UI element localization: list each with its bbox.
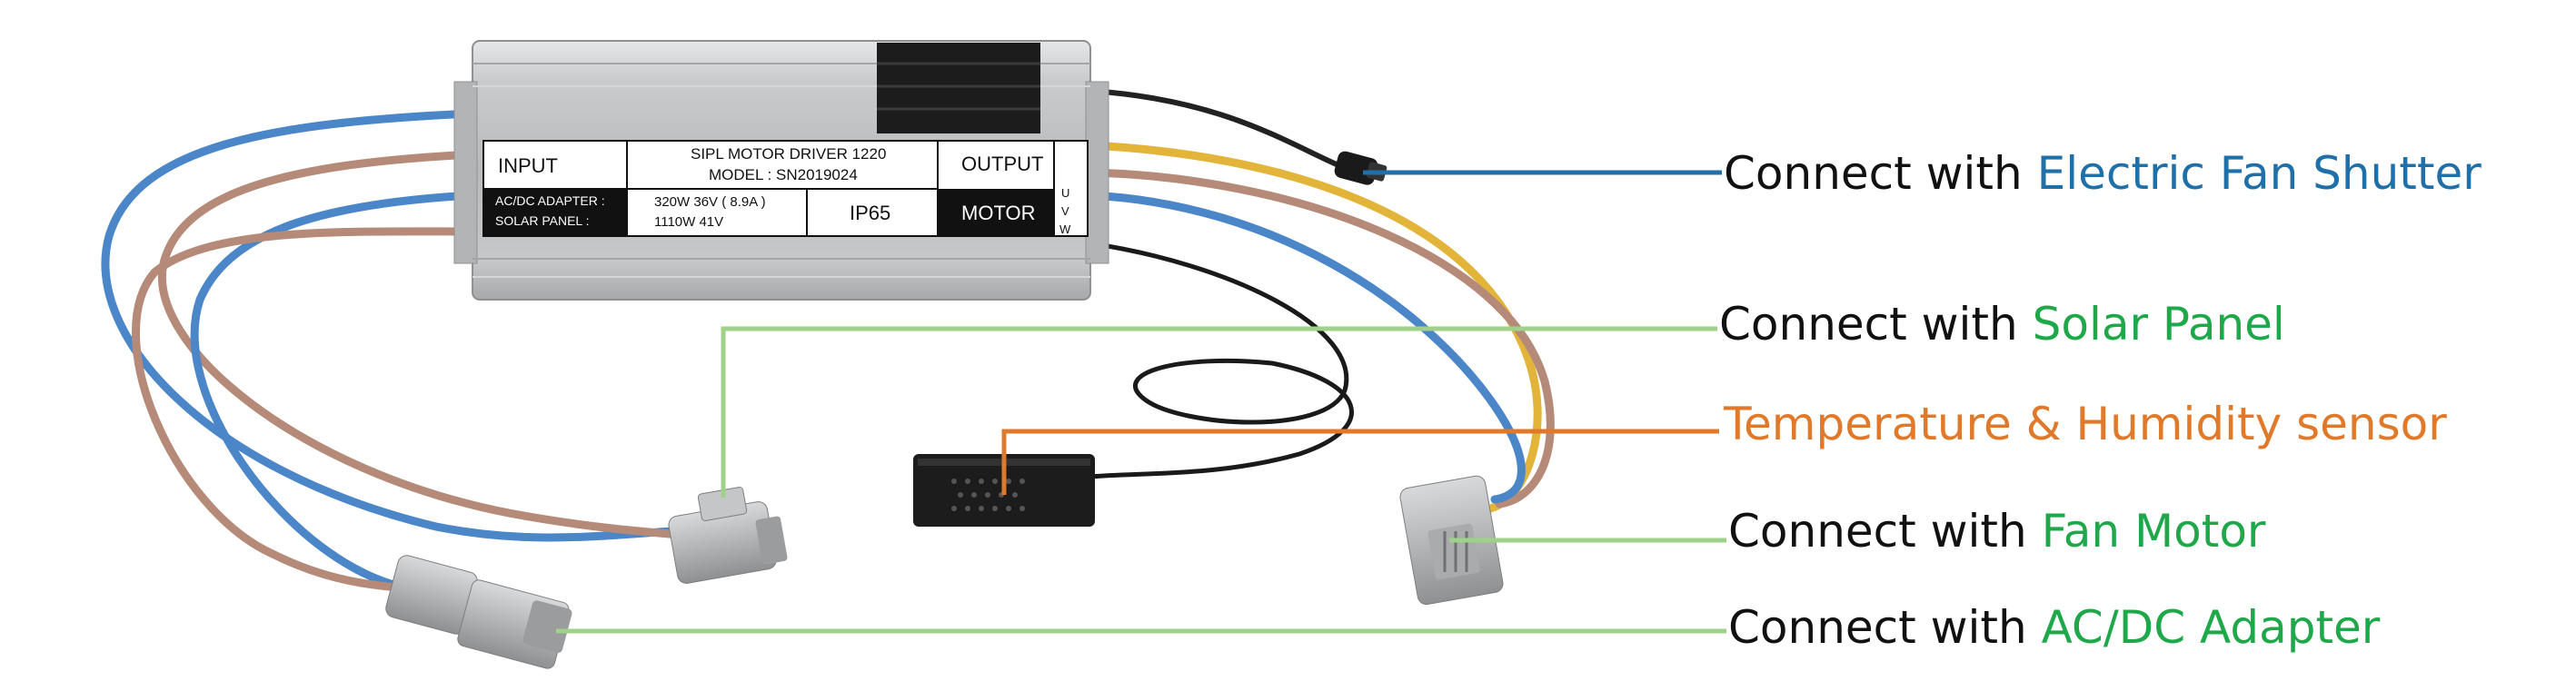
acdc-rating: 320W 36V ( 8.9A ) [654, 194, 766, 210]
callout-lead: Connect with [1728, 601, 2042, 654]
callout-lines [556, 170, 1726, 634]
product-name: SIPL MOTOR DRIVER 1220 [691, 145, 887, 163]
solar-panel-connector [668, 487, 788, 584]
callout-fan-motor: Connect with Fan Motor [1728, 508, 2265, 554]
callout-highlight: Fan Motor [2041, 505, 2266, 558]
phase-v-label: V [1061, 204, 1069, 218]
acdc-adapter-label: AC/DC ADAPTER : [495, 193, 605, 208]
callout-highlight: Temperature & Humidity sensor [1724, 398, 2447, 450]
shutter-plug [1334, 151, 1387, 185]
callout-lead: Connect with [1719, 298, 2033, 350]
driver-housing [453, 40, 1109, 301]
left-wires [101, 109, 695, 595]
callout-electric-fan-shutter: Connect with Electric Fan Shutter [1724, 151, 2482, 196]
acdc-adapter-connector [385, 555, 572, 669]
brown-wire-motor [1086, 168, 1555, 508]
black-wire-sensor [1088, 241, 1354, 479]
model-number: MODEL : SN2019024 [709, 166, 858, 183]
solar-panel-label: SOLAR PANEL : [495, 213, 590, 228]
phase-u-label: U [1061, 186, 1070, 200]
blue-wire-motor [1086, 191, 1526, 504]
motor-label: MOTOR [961, 202, 1036, 224]
brown-wire-input-1 [157, 150, 695, 540]
phase-w-label: W [1059, 222, 1071, 236]
yellow-wire-motor [1086, 141, 1542, 513]
callout-temperature-humidity-sensor: Temperature & Humidity sensor [1724, 401, 2447, 447]
callout-highlight: AC/DC Adapter [2041, 601, 2381, 654]
sensor-leader-line [1001, 429, 1719, 495]
blue-wire-input-2 [190, 191, 477, 595]
callout-highlight: Solar Panel [2032, 298, 2285, 350]
callout-lead: Connect with [1728, 505, 2042, 558]
ip-rating: IP65 [850, 202, 891, 224]
solar-leader-line [721, 326, 1717, 498]
right-wires [1086, 88, 1555, 513]
callout-lead: Connect with [1724, 147, 2037, 200]
black-wire-shutter [1088, 88, 1348, 171]
callout-highlight: Electric Fan Shutter [2036, 147, 2482, 200]
solar-rating: 1110W 41V [654, 214, 724, 230]
callout-solar-panel: Connect with Solar Panel [1719, 301, 2285, 347]
input-label: INPUT [498, 154, 558, 177]
output-label: OUTPUT [961, 153, 1044, 175]
blue-wire-input-1 [101, 109, 677, 542]
callout-acdc-adapter: Connect with AC/DC Adapter [1728, 605, 2380, 650]
brown-wire-input-2 [131, 227, 477, 593]
